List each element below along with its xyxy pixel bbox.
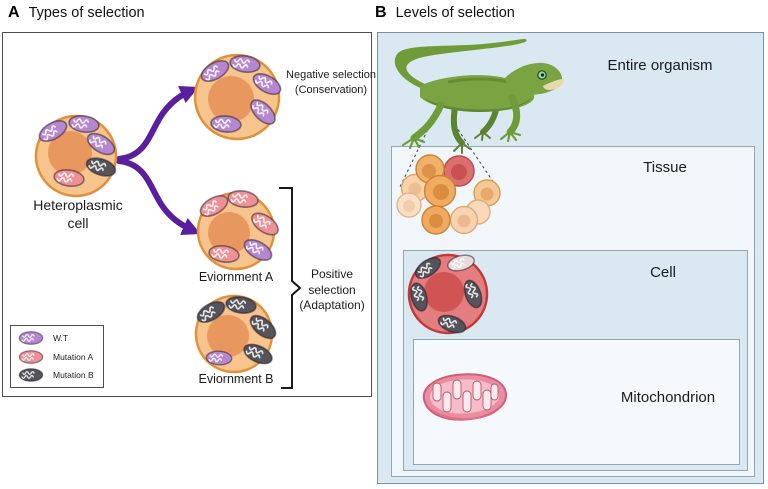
- environment-a-label: Eviornment A: [198, 270, 274, 284]
- tissue-label: Tissue: [643, 159, 687, 176]
- mitochondria-legend: W.T Mutation A Mutation B: [10, 325, 104, 388]
- mutation-b-mitochondrion-icon: [18, 367, 44, 382]
- heteroplasmic-cell-label: Heteroplasmic cell: [33, 197, 123, 232]
- mutation-a-mitochondrion-icon: [18, 349, 44, 364]
- panel-b-frame-entire-organism: [377, 32, 764, 484]
- panel-b-title-text: Levels of selection: [395, 5, 515, 21]
- legend-item-wt: W.T: [17, 330, 97, 346]
- legend-label-mutation-a: Mutation A: [53, 351, 94, 362]
- positive-selection-label: Positive selection (Adaptation): [299, 267, 365, 313]
- panel-b-tag: B: [375, 4, 387, 21]
- legend-item-mutation-a: Mutation A: [17, 349, 97, 365]
- cell-level-box: [403, 250, 748, 471]
- legend-item-mutation-b: Mutation B: [17, 367, 97, 383]
- wt-mitochondrion-icon: [18, 331, 44, 346]
- panel-b-title: B Levels of selection: [375, 4, 515, 22]
- panel-a-title: A Types of selection: [8, 4, 145, 22]
- legend-label-mutation-b: Mutation B: [53, 369, 94, 380]
- environment-b-label: Eviornment B: [198, 372, 274, 386]
- entire-organism-label: Entire organism: [607, 57, 713, 74]
- tissue-level-box: [391, 146, 755, 477]
- panel-a-tag: A: [8, 4, 20, 21]
- cell-label: Cell: [650, 264, 676, 281]
- panel-a-title-text: Types of selection: [28, 5, 145, 21]
- negative-selection-label: Negative selection (Conservation): [286, 69, 376, 96]
- legend-label-wt: W.T: [53, 333, 69, 344]
- mitochondrion-label: Mitochondrion: [620, 389, 716, 406]
